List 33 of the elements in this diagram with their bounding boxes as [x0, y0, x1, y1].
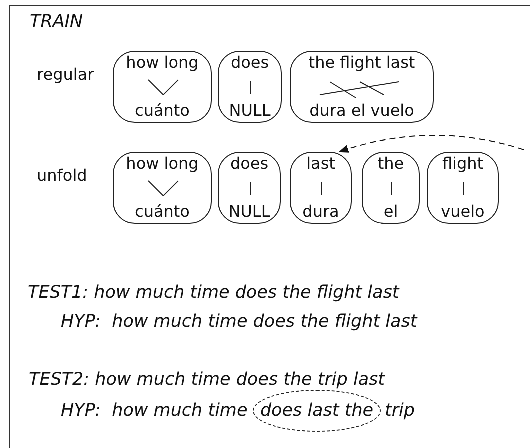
- section-heading: TRAIN: [30, 13, 84, 31]
- target-phrase: el: [382, 203, 400, 221]
- alignment-box: [218, 152, 281, 224]
- alignment-box: [362, 152, 420, 224]
- source-phrase: the flight last: [308, 54, 416, 72]
- hypothesis-sentence: HYP: how much time does the flight last: [61, 313, 418, 331]
- target-phrase: cuánto: [134, 203, 191, 221]
- dashed-ellipse: [253, 390, 381, 432]
- alignment-box: [113, 152, 212, 224]
- source-phrase: how long: [125, 54, 200, 72]
- hypothesis-sentence: HYP: how much time: [61, 402, 248, 420]
- source-phrase: how long: [125, 155, 200, 173]
- source-phrase: last: [306, 155, 336, 173]
- source-phrase: does: [229, 155, 270, 173]
- target-phrase: NULL: [228, 203, 272, 221]
- target-phrase: dura: [302, 203, 340, 221]
- target-phrase: vuelo: [440, 203, 486, 221]
- source-phrase: the: [376, 155, 406, 173]
- target-phrase: NULL: [228, 102, 272, 120]
- row-label: regular: [37, 66, 94, 84]
- alignment-box: [218, 51, 282, 123]
- alignment-box: [427, 152, 499, 224]
- hypothesis-phrase: does last the: [260, 401, 374, 421]
- alignment-box: [113, 51, 212, 123]
- alignment-box: [290, 51, 434, 123]
- target-phrase: cuánto: [134, 102, 191, 120]
- row-label: unfold: [37, 167, 88, 185]
- source-phrase: flight: [441, 155, 485, 173]
- alignment-box: [290, 152, 352, 224]
- target-phrase: dura el vuelo: [308, 102, 416, 120]
- curved-arrow: [338, 135, 524, 154]
- source-phrase: does: [230, 54, 270, 72]
- test-sentence: TEST1: how much time does the flight last: [28, 284, 400, 302]
